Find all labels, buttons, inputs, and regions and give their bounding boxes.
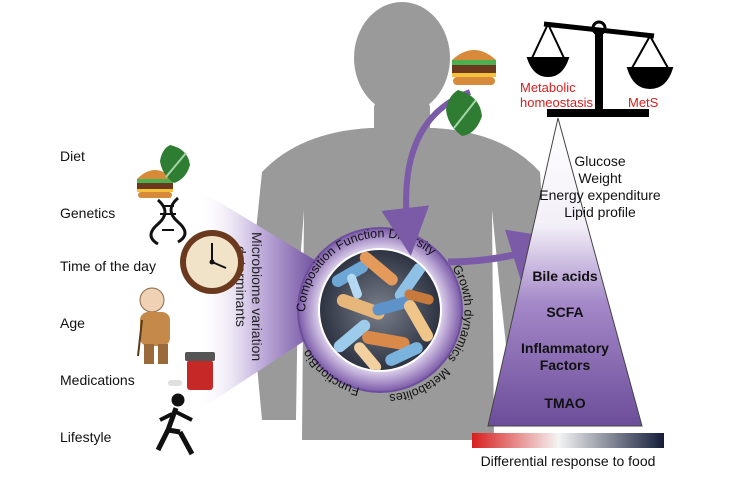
cone-label-line-1: Microbiome variation	[249, 232, 265, 361]
burger-icon	[137, 170, 173, 198]
triangle-label-inflammatory-2: Factors	[540, 357, 591, 373]
lettuce-icon	[160, 145, 190, 183]
triangle-label-tmao: TMAO	[544, 395, 585, 411]
balance-scale-icon	[526, 20, 674, 117]
triangle-label-lipid: Lipid profile	[564, 204, 636, 220]
scale-label-left-2: homeostasis	[520, 95, 593, 110]
scale-label-right: MetS	[628, 95, 659, 110]
determinant-time: Time of the day	[60, 258, 156, 274]
determinant-labels: Diet Genetics Time of the day Age Medica…	[60, 148, 156, 445]
legend-label: Differential response to food	[481, 453, 656, 469]
top-burger-icon	[452, 50, 496, 85]
dna-icon	[149, 196, 187, 246]
triangle-label-energy: Energy expenditure	[539, 187, 661, 203]
determinant-medications: Medications	[60, 372, 135, 388]
triangle-label-bile: Bile acids	[532, 268, 598, 284]
triangle-label-inflammatory-1: Inflammatory	[521, 340, 609, 356]
triangle-label-scfa: SCFA	[546, 304, 583, 320]
elderly-person-icon	[137, 287, 170, 364]
bacteria-image	[331, 251, 434, 370]
top-lettuce-icon	[446, 90, 482, 136]
triangle-label-glucose: Glucose	[574, 153, 626, 169]
outcome-triangle	[487, 117, 643, 427]
medication-icon	[168, 352, 215, 390]
clock-icon	[180, 230, 244, 294]
triangle-bold-labels: Bile acids SCFA Inflammatory Factors TMA…	[521, 268, 609, 411]
scale-label-left-1: Metabolic	[520, 80, 576, 95]
determinant-diet: Diet	[60, 148, 85, 164]
determinant-age: Age	[60, 315, 85, 331]
legend-gradient-bar	[472, 433, 664, 448]
determinant-lifestyle: Lifestyle	[60, 429, 112, 445]
triangle-plain-labels: Glucose Weight Energy expenditure Lipid …	[539, 153, 661, 220]
runner-icon	[155, 393, 195, 456]
triangle-label-weight: Weight	[578, 170, 621, 186]
determinant-genetics: Genetics	[60, 205, 115, 221]
